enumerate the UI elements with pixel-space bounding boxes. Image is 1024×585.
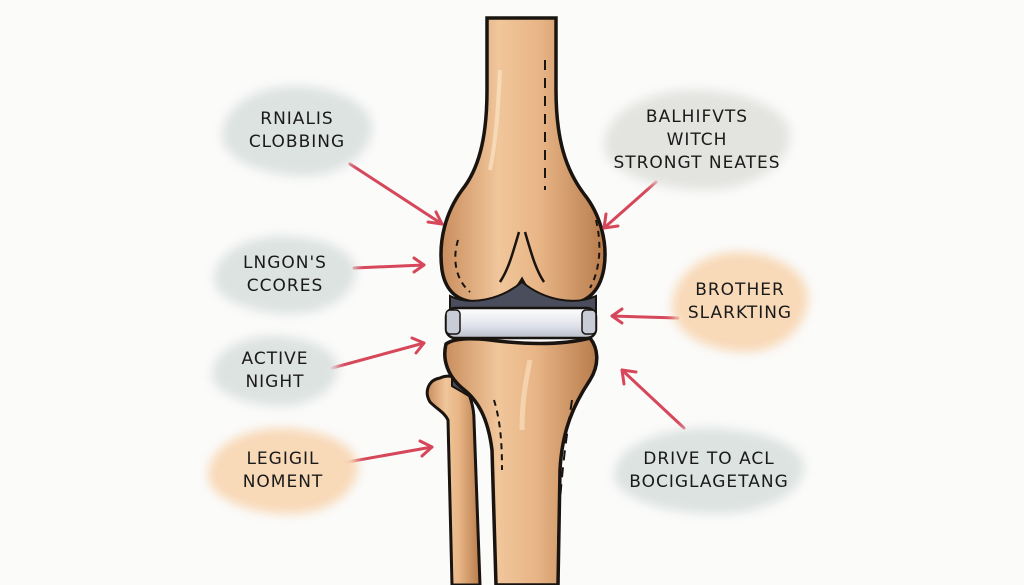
label-top-right: BALHIFVTS WITCH STRONGT NEATES bbox=[604, 90, 790, 190]
label-mid-left: LNGON'S CCORES bbox=[214, 236, 356, 314]
label-bottom-left: LEGIGIL NOMENT bbox=[208, 428, 358, 514]
label-background bbox=[208, 428, 358, 514]
label-lower-left: ACTIVE NIGHT bbox=[212, 336, 338, 406]
label-text: BROTHER SLARKTING bbox=[687, 280, 793, 323]
label-mid-right: BROTHER SLARKTING bbox=[672, 252, 808, 352]
meniscus bbox=[449, 280, 597, 315]
label-text: ACTIVE NIGHT bbox=[241, 349, 309, 392]
cartilage-disc bbox=[444, 306, 598, 340]
label-top-left: RNIALIS CLOBBING bbox=[222, 86, 372, 176]
label-background bbox=[614, 428, 804, 514]
fibula-bone bbox=[425, 374, 482, 585]
arrow-mid-right bbox=[610, 307, 680, 325]
label-text: BALHIFVTS WITCH STRONGT NEATES bbox=[613, 106, 781, 173]
label-text: DRIVE TO ACL BOCIGLAGETANG bbox=[629, 449, 789, 492]
label-text: LEGIGIL NOMENT bbox=[242, 449, 324, 492]
label-bottom-right: DRIVE TO ACL BOCIGLAGETANG bbox=[614, 428, 804, 514]
arrow-bottom-right bbox=[620, 368, 686, 430]
label-background bbox=[222, 86, 372, 176]
arrow-top-right bbox=[602, 180, 658, 230]
arrow-top-left bbox=[348, 162, 444, 226]
arrow-mid-left bbox=[352, 256, 426, 274]
arrow-lower-left bbox=[330, 336, 426, 370]
tibia-bone bbox=[443, 336, 599, 585]
femur-bone bbox=[439, 16, 607, 306]
label-text: RNIALIS CLOBBING bbox=[248, 109, 346, 152]
label-background bbox=[604, 90, 790, 190]
label-text: LNGON'S CCORES bbox=[243, 253, 327, 296]
annotation-arrows bbox=[330, 162, 686, 465]
label-background bbox=[212, 336, 338, 406]
label-background bbox=[672, 252, 808, 352]
label-background bbox=[214, 236, 356, 314]
